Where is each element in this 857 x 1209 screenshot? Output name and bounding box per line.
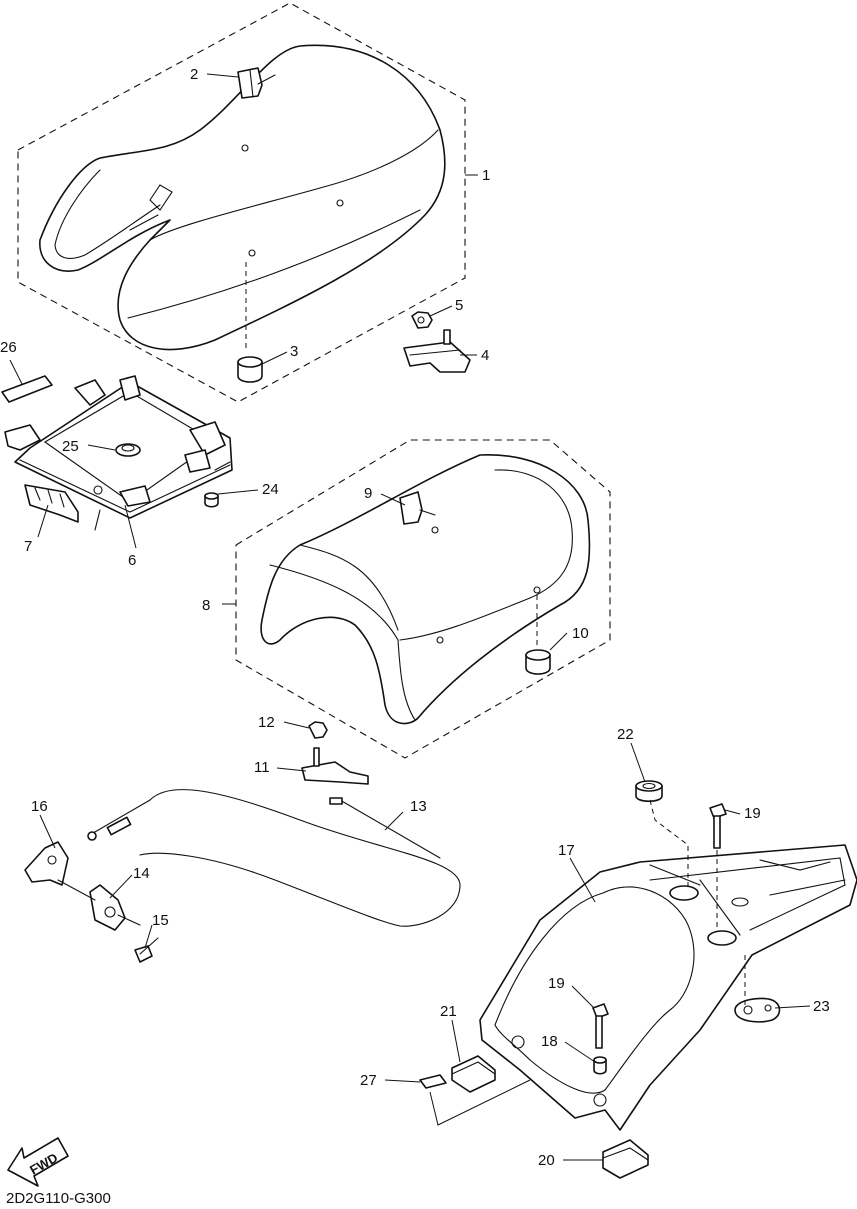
callout-19-upper: 19 <box>744 805 761 822</box>
callout-17: 17 <box>558 842 575 859</box>
callout-20: 20 <box>538 1152 555 1169</box>
frame-damper <box>115 443 141 457</box>
fitting-line-27-17 <box>429 1079 531 1126</box>
callout-27: 27 <box>360 1072 377 1089</box>
carrier-bolt-lower <box>592 1003 609 1049</box>
rear-seat-bracket-nut <box>308 721 328 739</box>
seat-lock <box>89 884 141 931</box>
callout-23: 23 <box>813 998 830 1015</box>
caution-label <box>1 375 53 403</box>
callout-1: 1 <box>482 167 490 184</box>
callout-11: 11 <box>254 759 270 776</box>
callout-leaders <box>9 73 811 1161</box>
callout-4: 4 <box>481 347 489 364</box>
callout-26: 26 <box>0 339 17 356</box>
callout-12: 12 <box>258 714 275 731</box>
fitting-line-22-17 <box>649 799 689 888</box>
callout-5: 5 <box>455 297 463 314</box>
callout-16: 16 <box>31 798 48 815</box>
front-seat-tag <box>237 67 276 99</box>
callout-3: 3 <box>290 343 298 360</box>
seat-latch-bracket <box>24 484 79 523</box>
rear-seat-group-outline <box>235 439 611 759</box>
rear-seat-tag <box>399 491 436 525</box>
callout-15: 15 <box>152 912 169 929</box>
callout-9: 9 <box>364 485 372 502</box>
rubber-pad <box>602 1139 649 1179</box>
rear-seat <box>260 454 591 725</box>
callout-8: 8 <box>202 597 210 614</box>
rear-seat-damper <box>525 649 551 675</box>
lock-screw <box>134 937 159 963</box>
callout-6: 6 <box>128 552 136 569</box>
callout-25: 25 <box>62 438 79 455</box>
seat-bracket-nut <box>411 311 433 329</box>
carrier-grommet <box>635 780 663 803</box>
seat-bracket <box>403 329 471 373</box>
callout-14: 14 <box>133 865 150 882</box>
rear-seat-bracket <box>301 747 369 785</box>
callout-18: 18 <box>541 1033 558 1050</box>
front-seat-damper <box>237 356 263 383</box>
callout-13: 13 <box>410 798 427 815</box>
diagram-code: 2D2G110-G300 <box>6 1190 111 1207</box>
callout-21: 21 <box>440 1003 457 1020</box>
callout-7: 7 <box>24 538 32 555</box>
callout-10: 10 <box>572 625 589 642</box>
callout-22: 22 <box>617 726 634 743</box>
carrier-label <box>419 1074 447 1089</box>
washer-plate <box>734 997 781 1023</box>
carrier-bolt-upper <box>709 803 727 849</box>
forward-arrow-icon: FWD <box>7 1137 69 1187</box>
callout-19-lower: 19 <box>548 975 565 992</box>
front-seat-group-outline <box>17 2 466 403</box>
frame-grommet <box>204 492 219 508</box>
carrier-damper <box>451 1055 496 1093</box>
carrier-collar <box>593 1056 607 1075</box>
front-seat <box>39 44 446 352</box>
rear-carrier <box>479 844 857 1131</box>
callout-24: 24 <box>262 481 279 498</box>
callout-2: 2 <box>190 66 198 83</box>
lock-lever <box>24 841 96 901</box>
seat-lock-cable <box>87 789 461 927</box>
